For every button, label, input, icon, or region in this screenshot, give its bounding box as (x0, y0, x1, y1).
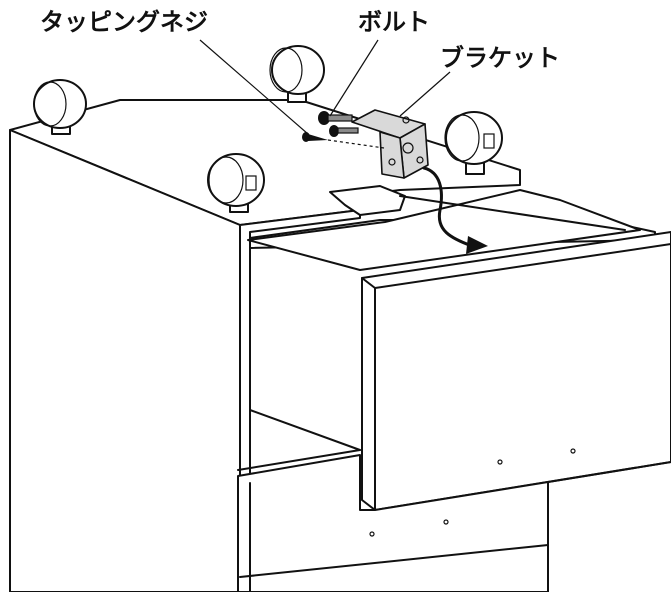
bolt-shaft (337, 127, 359, 134)
top-notch (329, 185, 406, 216)
cushion-face (208, 156, 244, 204)
cushion (444, 111, 503, 175)
arrow-head (466, 236, 488, 254)
bracket-hole (388, 158, 396, 166)
label-bracket: ブラケット (440, 44, 560, 72)
screw-hole (369, 531, 375, 537)
drawer-top-line (374, 243, 671, 289)
cushion-icon (445, 111, 503, 165)
lower-drawer-line (239, 544, 549, 578)
cushion-face (444, 114, 480, 162)
bolt-icon (318, 111, 359, 137)
screw-hole (443, 519, 449, 525)
drawer-front (361, 231, 671, 511)
cushion (207, 153, 265, 213)
screw-shaft (308, 134, 328, 141)
cushion-icon (207, 153, 265, 207)
screw-icon (302, 132, 385, 149)
bolt-head (329, 125, 339, 137)
bracket-hole (402, 142, 414, 154)
label-bolt: ボルト (358, 8, 430, 36)
leader-lines (199, 39, 451, 135)
cabinet-left-side (9, 129, 241, 592)
drawer-front-panel (361, 231, 671, 511)
cushion-slot (245, 175, 257, 191)
cushion (33, 79, 87, 135)
bracket (351, 109, 429, 179)
drawer-top-edge (399, 195, 626, 231)
cushion-face (269, 47, 303, 93)
cushion-face (33, 81, 67, 127)
shelf-front (237, 449, 361, 471)
leader-bolt (329, 39, 379, 117)
leader-bracket (399, 71, 451, 117)
bolt-head (318, 111, 330, 125)
screw-hole (570, 448, 576, 454)
label-tapping-screw: タッピングネジ (40, 8, 208, 36)
curved-arrow-icon (422, 166, 488, 254)
leader-tapping-screw (199, 39, 309, 135)
bracket-front (379, 131, 405, 179)
screw-hole (497, 459, 503, 465)
cushion (269, 45, 325, 103)
drawer-corner (361, 277, 376, 289)
cushion-icon (271, 45, 325, 95)
lower-drawer (237, 454, 671, 592)
base-line (547, 461, 671, 483)
bolt-shaft (327, 114, 353, 122)
lower-drawer-front (237, 454, 549, 592)
shelf-line (249, 409, 361, 451)
bracket-hole (402, 116, 410, 124)
bracket-hole (416, 156, 424, 164)
cushion-slot (483, 133, 495, 149)
